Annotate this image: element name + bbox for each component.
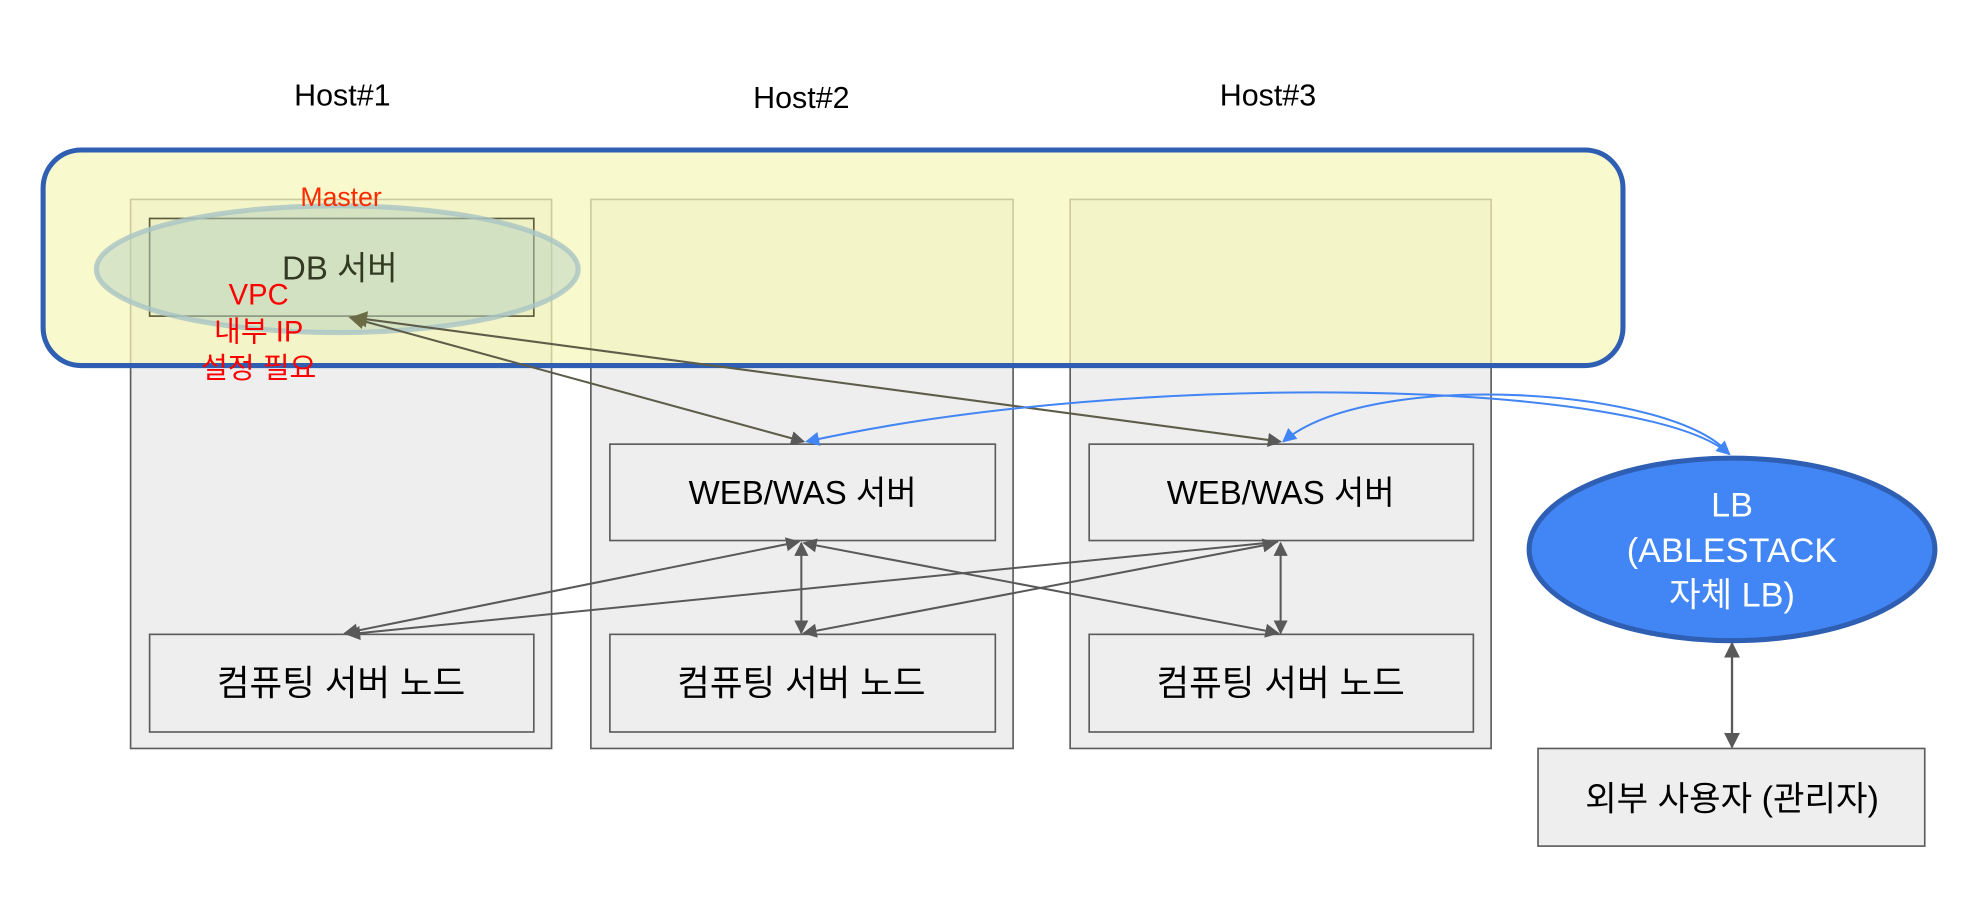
lb-label-line-1: LB: [1711, 486, 1753, 524]
lb-label-line-2: (ABLESTACK: [1627, 532, 1838, 570]
web-was-server-box-1[interactable]: [609, 443, 997, 542]
vpc-note-line-3: 설정 필요: [201, 353, 316, 385]
compute-node-label-3: 컴퓨팅 서버 노드: [1156, 663, 1404, 703]
web-was-server-label-2: WEB/WAS 서버: [1167, 474, 1395, 511]
db-server-label: DB 서버: [282, 249, 398, 286]
arrow-lb-web1: [805, 391, 1731, 456]
lb-label-line-3: 자체 LB): [1669, 576, 1795, 614]
vpc-note-line-2: 내부 IP: [214, 316, 303, 348]
compute-node-label-1: 컴퓨팅 서버 노드: [217, 663, 465, 703]
compute-node-box-1[interactable]: [148, 633, 535, 733]
arrow-db-web2: [350, 311, 1283, 447]
arrow-lb-web2: [1282, 393, 1731, 455]
load-balancer[interactable]: [1526, 455, 1938, 644]
arrow-web1-compute1: [343, 537, 801, 638]
external-user-label: 외부 사용자 (관리자): [1585, 781, 1879, 819]
master-label: Master: [300, 182, 381, 212]
web-was-server-label-1: WEB/WAS 서버: [689, 474, 917, 511]
arrow-web1-compute3: [802, 538, 1280, 638]
compute-node-box-3[interactable]: [1088, 633, 1475, 733]
external-user-box[interactable]: [1537, 747, 1926, 847]
web-was-server-box-2[interactable]: [1088, 443, 1475, 542]
vpc-note-line-1: VPC: [229, 280, 289, 312]
compute-node-box-2[interactable]: [609, 633, 997, 733]
compute-node-label-2: 컴퓨팅 서버 노드: [677, 663, 925, 703]
host-3-label: Host#3: [1220, 79, 1316, 113]
host-2-label: Host#2: [753, 81, 849, 115]
host-1-label: Host#1: [294, 79, 390, 113]
master-ellipse: [93, 203, 581, 336]
